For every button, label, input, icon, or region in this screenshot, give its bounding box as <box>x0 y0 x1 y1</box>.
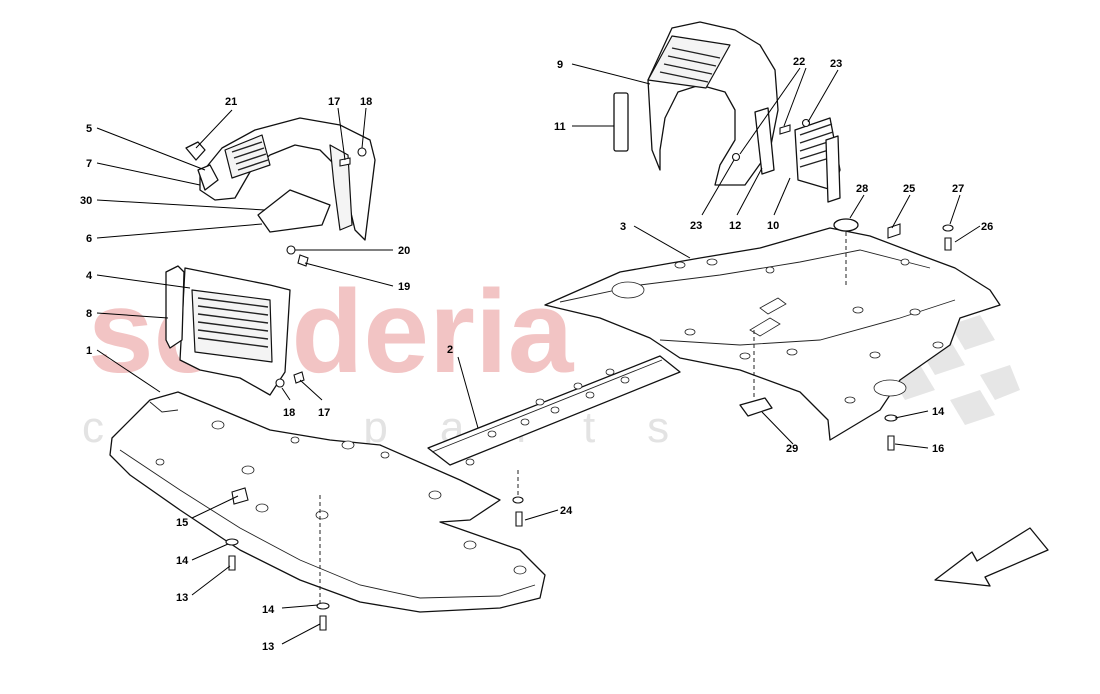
leader-lines <box>96 63 981 645</box>
callout-28: 28 <box>856 183 868 195</box>
callout-13a: 13 <box>176 592 188 604</box>
fasteners <box>225 118 954 631</box>
watermark-main: scuderia <box>88 266 575 398</box>
rear-bosses <box>674 258 944 404</box>
callout-16: 16 <box>932 443 944 455</box>
callout-14a: 14 <box>176 555 189 567</box>
callout-23a: 23 <box>830 58 842 70</box>
callout-10: 10 <box>767 220 779 232</box>
mounting-bosses <box>155 420 527 575</box>
front-wheelhouse-liner <box>185 117 376 241</box>
callout-27: 27 <box>952 183 964 195</box>
callout-6: 6 <box>86 233 92 245</box>
assembly-lines <box>319 232 847 604</box>
rubber-pad <box>739 397 773 417</box>
callout-20: 20 <box>398 245 410 257</box>
callout-9: 9 <box>557 59 563 71</box>
callout-15: 15 <box>176 517 188 529</box>
rubber-block-top <box>833 218 859 232</box>
callout-30: 30 <box>80 195 92 207</box>
plate-holes <box>465 368 630 466</box>
callout-19: 19 <box>398 281 410 293</box>
callout-21: 21 <box>225 96 237 108</box>
callout-18b: 18 <box>283 407 295 419</box>
callout-17a: 17 <box>328 96 340 108</box>
center-plate <box>427 355 681 466</box>
callout-14c: 14 <box>932 406 945 418</box>
callout-3: 3 <box>620 221 626 233</box>
callout-26: 26 <box>981 221 993 233</box>
callout-29: 29 <box>786 443 798 455</box>
callout-13b: 13 <box>262 641 274 653</box>
rear-undertray <box>544 227 1001 441</box>
callout-7: 7 <box>86 158 92 170</box>
rear-wheelhouse-liner <box>647 21 779 186</box>
callout-5: 5 <box>86 123 92 135</box>
callout-24: 24 <box>560 505 573 517</box>
callout-labels: 5 7 30 6 4 8 1 21 17 18 20 19 18 17 2 3 … <box>80 56 993 653</box>
callout-1: 1 <box>86 345 92 357</box>
front-louvred-panel <box>165 265 291 396</box>
front-undertray <box>109 391 546 613</box>
callout-14b: 14 <box>262 604 275 616</box>
callout-4: 4 <box>86 270 93 282</box>
callout-2: 2 <box>447 344 453 356</box>
callout-18a: 18 <box>360 96 372 108</box>
callout-22: 22 <box>793 56 805 68</box>
callout-17b: 17 <box>318 407 330 419</box>
rear-louvred-panel <box>794 117 841 203</box>
callout-11: 11 <box>554 121 566 133</box>
callout-23b: 23 <box>690 220 702 232</box>
arrow-down-left-icon <box>934 527 1049 587</box>
callout-12: 12 <box>729 220 741 232</box>
rear-side-strip <box>754 107 775 175</box>
callout-25: 25 <box>903 183 915 195</box>
rear-seal-strip <box>613 92 629 152</box>
callout-8: 8 <box>86 308 92 320</box>
